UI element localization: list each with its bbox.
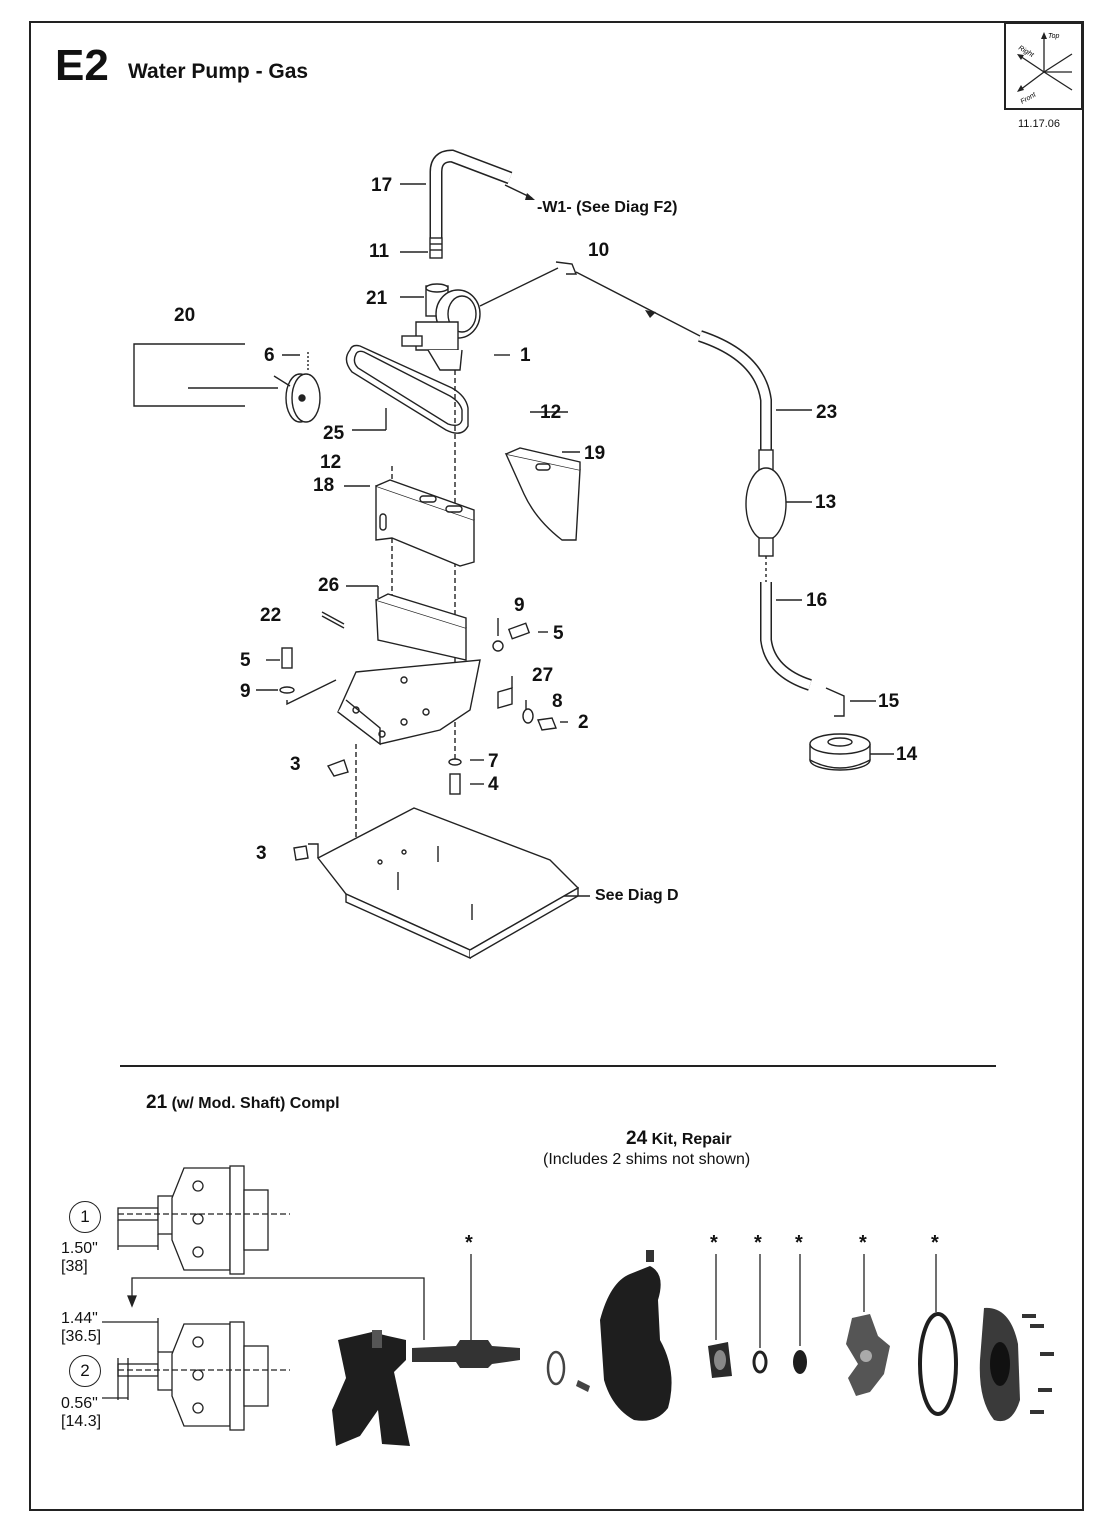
section-24-title: 24 Kit, Repair <box>626 1128 732 1150</box>
variant-1-marker: 1 <box>69 1201 101 1233</box>
kit-marker-impeller: * <box>859 1232 867 1254</box>
water-pump-21 <box>401 283 481 371</box>
strainer-14 <box>809 733 871 771</box>
section-24-label: Kit, Repair <box>651 1131 732 1148</box>
kit-marker-gasket: * <box>931 1232 939 1254</box>
pump-variant-2-drawing <box>102 1277 425 1431</box>
variant-2-dim-a-in: 1.44" <box>61 1310 98 1327</box>
callout-27: 27 <box>532 665 554 686</box>
kit-marker-seal-c: * <box>795 1232 803 1254</box>
callout-4: 4 <box>488 774 499 795</box>
callout-13: 13 <box>815 492 837 513</box>
variant-2-marker: 2 <box>69 1355 101 1387</box>
note-diag-d: See Diag D <box>595 887 679 904</box>
orient-top: Top <box>1048 33 1060 40</box>
callout-11: 11 <box>369 241 390 262</box>
callout-18: 18 <box>313 475 335 496</box>
variant-2-dim-b: 0.56" [14.3] <box>61 1395 101 1432</box>
diagram-title: Water Pump - Gas <box>128 60 309 83</box>
gasket <box>918 1312 958 1416</box>
callout-3b: 3 <box>256 843 267 864</box>
note-w1: -W1- (See Diag F2) <box>537 199 678 216</box>
section-24-number: 24 <box>626 1128 648 1149</box>
page-frame <box>29 21 1084 1511</box>
callout-19: 19 <box>584 443 606 464</box>
callout-9b: 9 <box>240 681 251 702</box>
callout-10: 10 <box>588 240 610 261</box>
orientation-indicator: Top Right Front <box>1004 22 1083 110</box>
callout-20: 20 <box>174 305 196 326</box>
elbow-15 <box>825 687 845 717</box>
callout-26: 26 <box>318 575 340 596</box>
elbow-10 <box>555 261 578 275</box>
callout-6: 6 <box>264 345 275 366</box>
callout-21: 21 <box>366 288 388 309</box>
callout-9a: 9 <box>514 595 525 616</box>
pump-housing <box>332 1332 410 1446</box>
snap-ring <box>546 1350 566 1386</box>
section-21-title: 21 (w/ Mod. Shaft) Compl <box>146 1092 340 1114</box>
callout-23: 23 <box>816 402 838 423</box>
variant-2-dim-a: 1.44" [36.5] <box>61 1310 101 1347</box>
seal-b <box>752 1350 768 1374</box>
pump-variant-1-drawing <box>117 1165 290 1275</box>
callout-16: 16 <box>806 590 828 611</box>
bracket-19 <box>504 453 581 541</box>
kit-marker-seal-a: * <box>710 1232 718 1254</box>
callout-17: 17 <box>371 175 393 196</box>
pump-shaft <box>412 1340 520 1368</box>
callout-5a: 5 <box>553 623 564 644</box>
primer-bulb-13 <box>745 467 787 541</box>
callout-12a: 12 <box>540 402 562 423</box>
section-21-label: (w/ Mod. Shaft) Compl <box>171 1095 340 1112</box>
callout-8: 8 <box>552 691 563 712</box>
volute-casing <box>600 1266 672 1421</box>
callout-22: 22 <box>260 605 282 626</box>
callout-15: 15 <box>878 691 900 712</box>
revision-date: 11.17.06 <box>1018 118 1061 130</box>
kit-marker-shaft: * <box>465 1232 473 1254</box>
callout-25: 25 <box>323 423 345 444</box>
section-24-sublabel: (Includes 2 shims not shown) <box>543 1151 751 1168</box>
diagram-code: E2 <box>55 41 109 90</box>
variant-1-dim-in: 1.50" <box>61 1240 98 1257</box>
callout-14: 14 <box>896 744 918 765</box>
set-screw <box>576 1380 590 1392</box>
callout-7: 7 <box>488 751 499 772</box>
repair-kit-parts <box>332 1250 1054 1446</box>
callout-3a: 3 <box>290 754 301 775</box>
variant-2-dim-b-mm: [14.3] <box>61 1413 102 1431</box>
section-21-number: 21 <box>146 1092 168 1113</box>
variant-2-dim-a-mm: [36.5] <box>61 1328 102 1346</box>
clip-27 <box>497 687 513 709</box>
fitting-11 <box>429 237 443 259</box>
variant-1-dim-mm: [38] <box>61 1258 88 1276</box>
callout-1: 1 <box>520 345 531 366</box>
callout-5b: 5 <box>240 650 251 671</box>
variant-1-dim: 1.50" [38] <box>61 1240 98 1277</box>
variant-2-dim-b-in: 0.56" <box>61 1395 98 1412</box>
kit-marker-seal-b: * <box>754 1232 762 1254</box>
support-26 <box>337 593 481 746</box>
base-plate <box>316 807 580 960</box>
callout-2: 2 <box>578 712 589 733</box>
seal-c <box>793 1350 807 1374</box>
callout-12b: 12 <box>320 452 342 473</box>
